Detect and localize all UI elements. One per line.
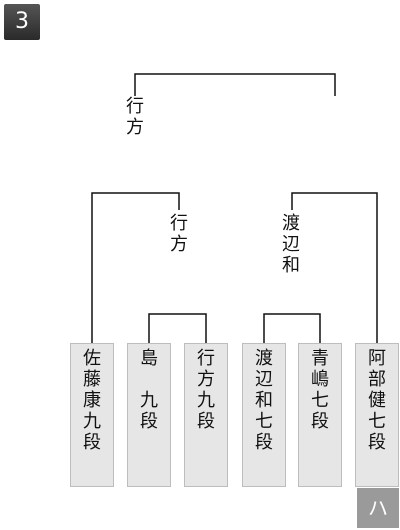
final-winner-label: 行 方 [121,96,149,138]
player-box: 青 嶋 七 段 [298,343,342,487]
seed-mark: ハ [357,488,399,528]
player-box: 佐 藤 康 九 段 [70,343,114,487]
semifinal-left-line [91,192,180,343]
semifinal-right-line [291,192,378,343]
match-watanabe-aoshima-line [263,313,321,343]
semifinal-left-winner-label: 行 方 [165,213,193,255]
semifinal-right-winner-label: 渡 辺 和 [277,213,305,276]
player-box: 阿 部 健 七 段 [355,343,399,487]
final-line [134,73,336,96]
player-box: 行 方 九 段 [184,343,228,487]
match-shima-namekata-line [148,313,207,343]
player-box: 渡 辺 和 七 段 [242,343,286,487]
bracket-number-badge: 3 [4,4,40,40]
player-box: 島 九 段 [127,343,171,487]
